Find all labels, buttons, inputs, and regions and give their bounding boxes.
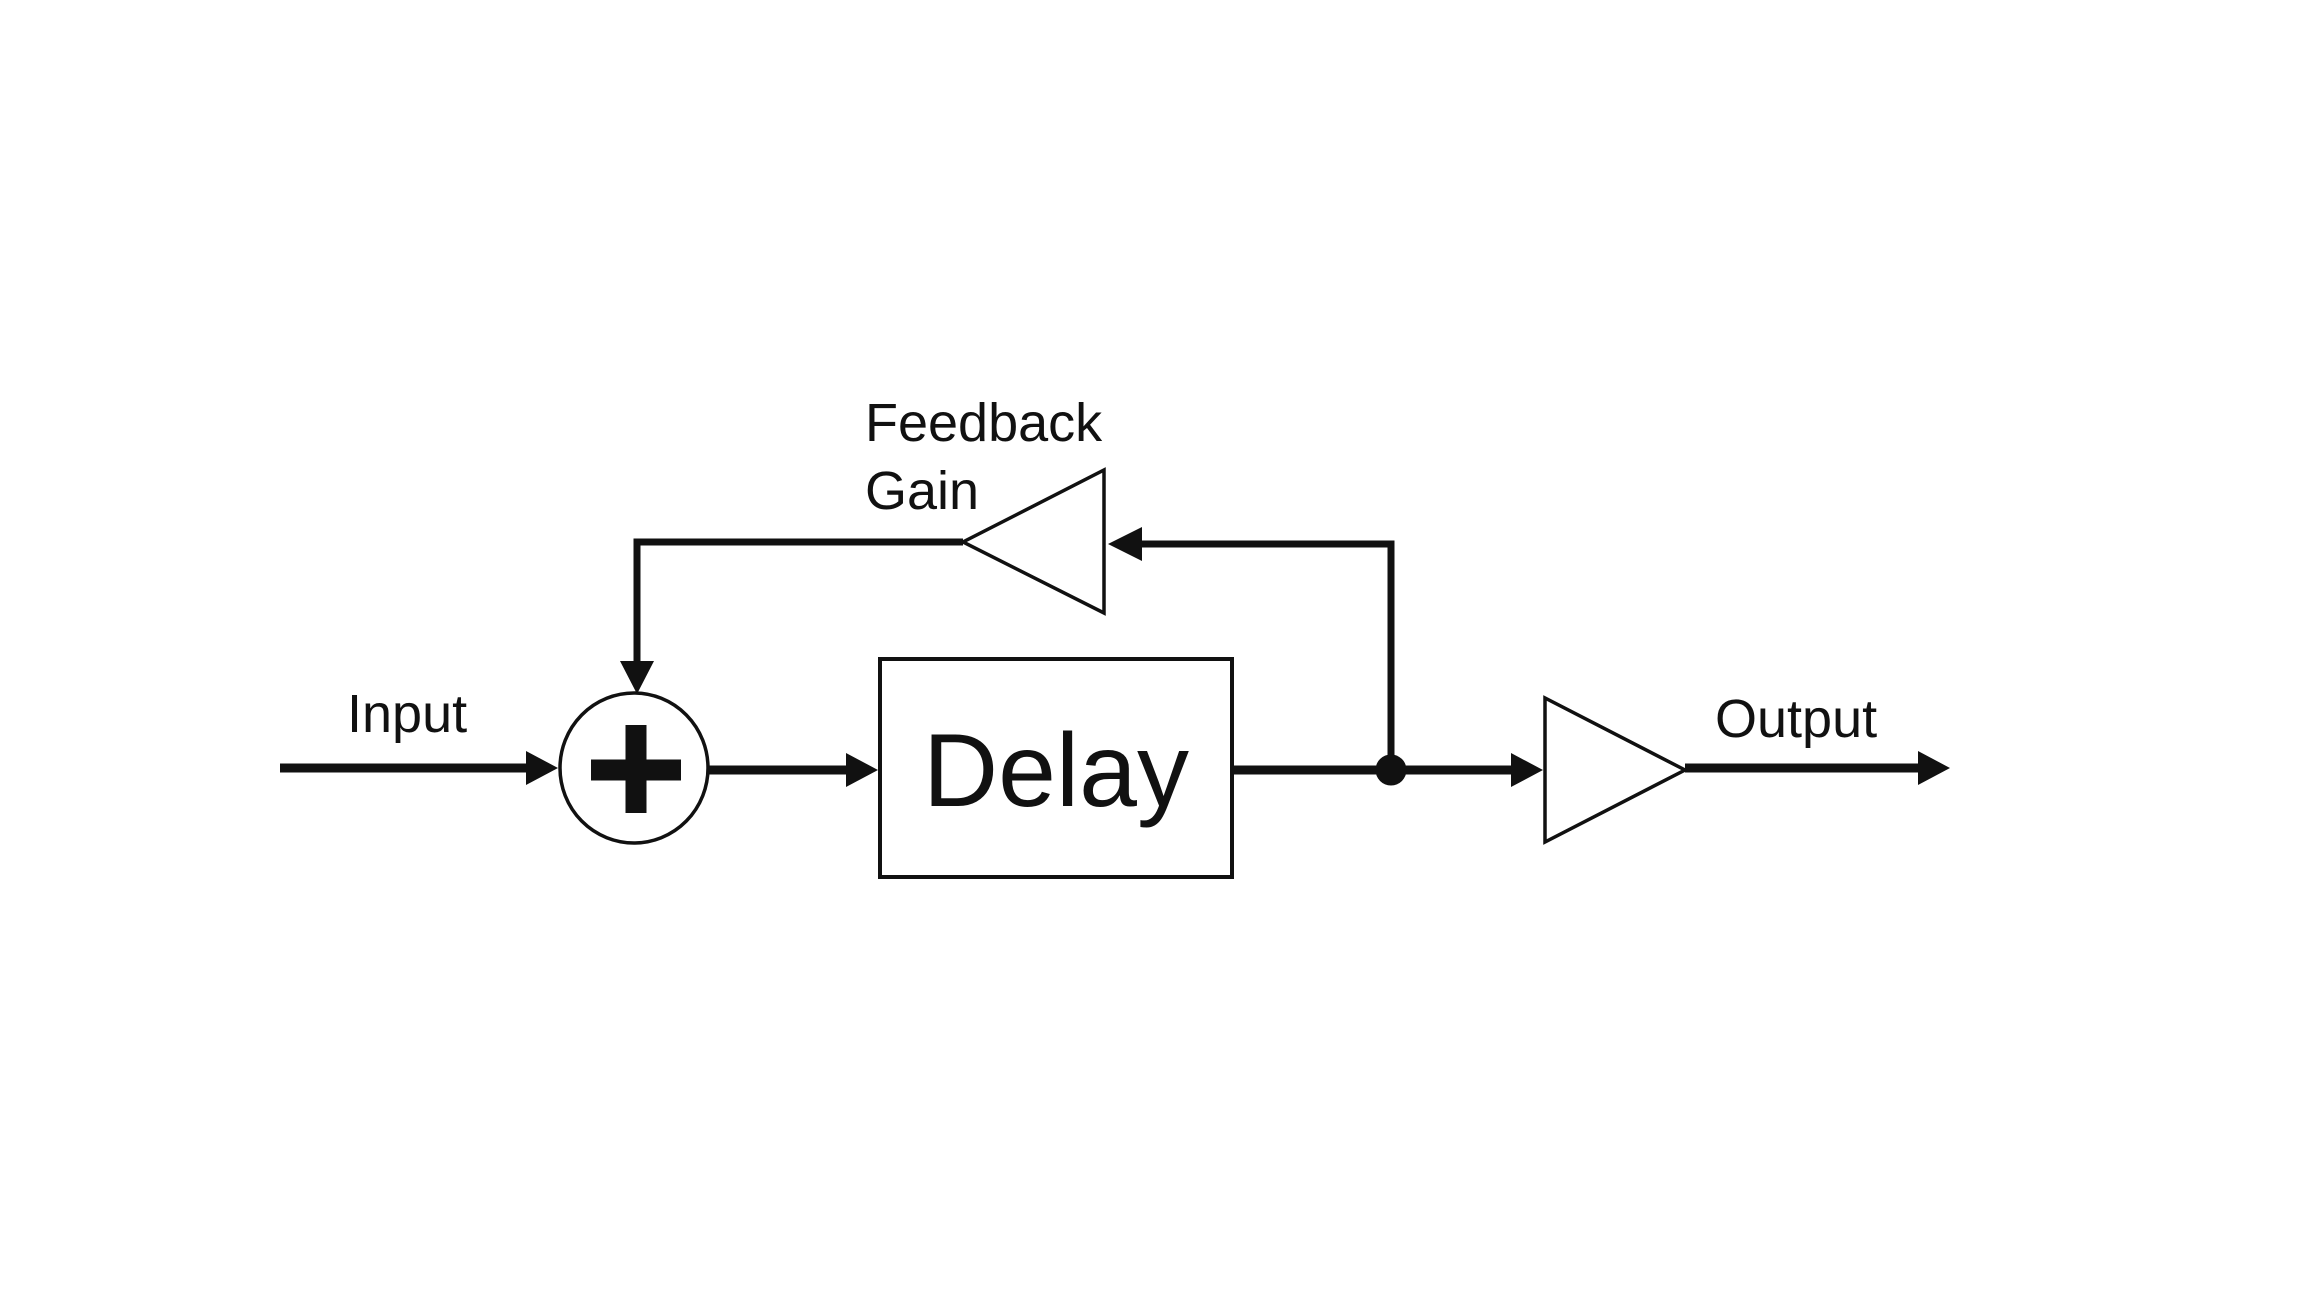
delay-block <box>878 657 1234 879</box>
input-arrowhead-icon <box>526 751 558 785</box>
feedback-return-line <box>1142 540 1395 770</box>
delay-arrowhead-icon <box>846 753 878 787</box>
input-label: Input <box>347 684 467 744</box>
feedback-output-line <box>633 538 963 661</box>
feedback-arrowhead-icon <box>620 661 654 694</box>
delay-label: Delay <box>923 713 1189 829</box>
output-label: Output <box>1715 689 1877 749</box>
output-gain-triangle-icon <box>1543 695 1689 845</box>
feedback-gain-label-line2: Gain <box>865 461 979 521</box>
amp-arrowhead-icon <box>1511 753 1543 787</box>
output-arrowhead-icon <box>1918 751 1950 785</box>
feedback-gain-triangle-icon <box>959 467 1106 616</box>
plus-icon <box>591 725 681 813</box>
feedback-return-arrowhead-icon <box>1108 527 1142 561</box>
feedback-gain-label-line1: Feedback <box>865 393 1103 453</box>
junction-dot <box>1375 754 1407 786</box>
